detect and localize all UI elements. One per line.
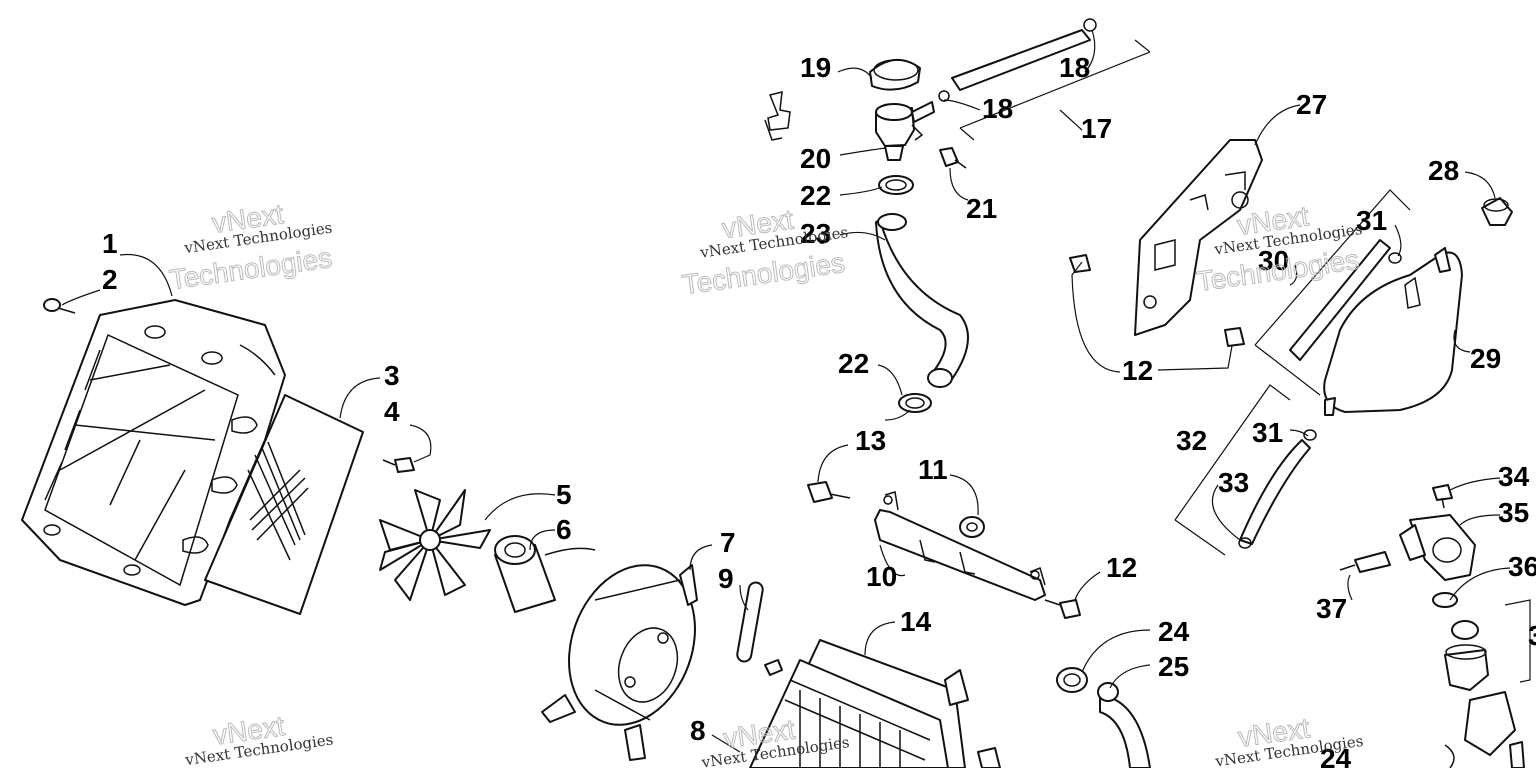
thermostat-housing-part — [1399, 514, 1476, 581]
bolt-12-upper-part — [1069, 254, 1245, 347]
callout-22-upper: 22 — [800, 180, 831, 211]
callout-19: 19 — [800, 52, 831, 83]
callout-30: 30 — [1258, 245, 1289, 276]
callout-33: 33 — [1218, 467, 1249, 498]
callout-14: 14 — [900, 606, 932, 637]
callout-22-lower: 22 — [838, 348, 869, 379]
callout-8: 8 — [690, 715, 706, 746]
callout-18-top: 18 — [1059, 52, 1090, 83]
callout-29: 29 — [1470, 343, 1501, 374]
fan-housing-part — [541, 564, 698, 761]
callout-18-mid: 18 — [982, 93, 1013, 124]
tube-group-bracket — [959, 39, 1151, 141]
callout-37: 37 — [1316, 593, 1347, 624]
hose-group-bracket-upper — [1254, 189, 1411, 396]
tank-cap-part — [1481, 197, 1513, 226]
mesh-panel-part — [204, 394, 364, 615]
callout-10: 10 — [866, 561, 897, 592]
callout-32: 32 — [1176, 425, 1207, 456]
lower-hose-part — [1097, 682, 1151, 768]
thermostat-group-bracket — [1504, 599, 1531, 683]
bolt-8-part — [764, 659, 783, 676]
filler-bracket-sketch — [764, 91, 791, 141]
fan-collar-part — [494, 535, 596, 613]
filler-neck-part — [875, 101, 935, 161]
callout-24-bottom: 24 — [1320, 743, 1352, 768]
tank-cover-part — [1134, 139, 1263, 336]
callout-36: 36 — [1508, 551, 1536, 582]
bolt-12-lower-part — [1044, 599, 1081, 619]
callout-4: 4 — [384, 396, 400, 427]
callout-20: 20 — [800, 143, 831, 174]
callout-6: 6 — [556, 514, 572, 545]
callout-35: 35 — [1498, 497, 1529, 528]
fan-part — [379, 489, 491, 601]
callout-31-upper: 31 — [1356, 205, 1387, 236]
bolt-13-part — [807, 481, 851, 503]
drain-hose-part — [1238, 439, 1311, 549]
callout-3-edge: 3 — [1528, 620, 1536, 651]
leader-lines — [61, 29, 1511, 753]
callout-24: 24 — [1158, 616, 1190, 647]
o-ring-part — [1432, 592, 1479, 640]
callout-2: 2 — [102, 264, 118, 295]
callout-34: 34 — [1498, 461, 1530, 492]
callout-25: 25 — [1158, 651, 1189, 682]
thermostat-part — [1444, 644, 1489, 691]
callout-17: 17 — [1081, 113, 1112, 144]
callout-13: 13 — [855, 425, 886, 456]
hose-clamp-lower-part — [898, 393, 932, 413]
watermark-top-center: vNext vNext Technologies Technologies — [680, 203, 849, 301]
callout-11: 11 — [918, 454, 948, 485]
bolt-34-part — [1432, 484, 1453, 509]
watermark-top-left: vNext vNext Technologies Technologies — [167, 198, 334, 296]
radiator-hose-part — [875, 213, 969, 388]
callout-9: 9 — [718, 563, 734, 594]
expansion-tank-part — [1323, 247, 1463, 416]
thermostat-cover-part — [1444, 691, 1525, 768]
callout-12-lower: 12 — [1106, 552, 1137, 583]
hose-clamp-upper-part — [878, 175, 914, 195]
callout-23: 23 — [800, 218, 831, 249]
screw-4-part — [382, 457, 415, 473]
callout-21: 21 — [966, 193, 997, 224]
temperature-sensor-part — [1339, 551, 1391, 573]
callout-labels: 1 2 3 4 5 6 7 8 9 10 11 12 12 13 14 17 1… — [102, 52, 1536, 768]
watermark-bottom-left: vNext vNext Technologies — [183, 710, 334, 768]
hose-group-bracket-lower — [1174, 384, 1291, 556]
callout-7: 7 — [720, 527, 736, 558]
callout-12-upper: 12 — [1122, 355, 1153, 386]
overflow-tube-part — [938, 18, 1097, 102]
grommet-part — [959, 516, 985, 538]
clip-part — [736, 581, 764, 663]
callout-27: 27 — [1296, 89, 1327, 120]
radiator-core-part — [749, 639, 1001, 768]
screw-2-part — [43, 298, 76, 314]
callout-3: 3 — [384, 360, 400, 391]
callout-1: 1 — [102, 228, 118, 259]
hose-clamp-24-part — [1056, 667, 1088, 693]
callout-31-lower: 31 — [1252, 417, 1283, 448]
mounting-bracket-part — [874, 491, 1046, 601]
callout-5: 5 — [556, 479, 572, 510]
radiator-cap-part — [869, 59, 921, 91]
bolt-21-part — [939, 147, 967, 169]
callout-28: 28 — [1428, 155, 1459, 186]
breather-hose-part — [1289, 239, 1391, 361]
hose-clamp-31-part — [1303, 252, 1402, 441]
